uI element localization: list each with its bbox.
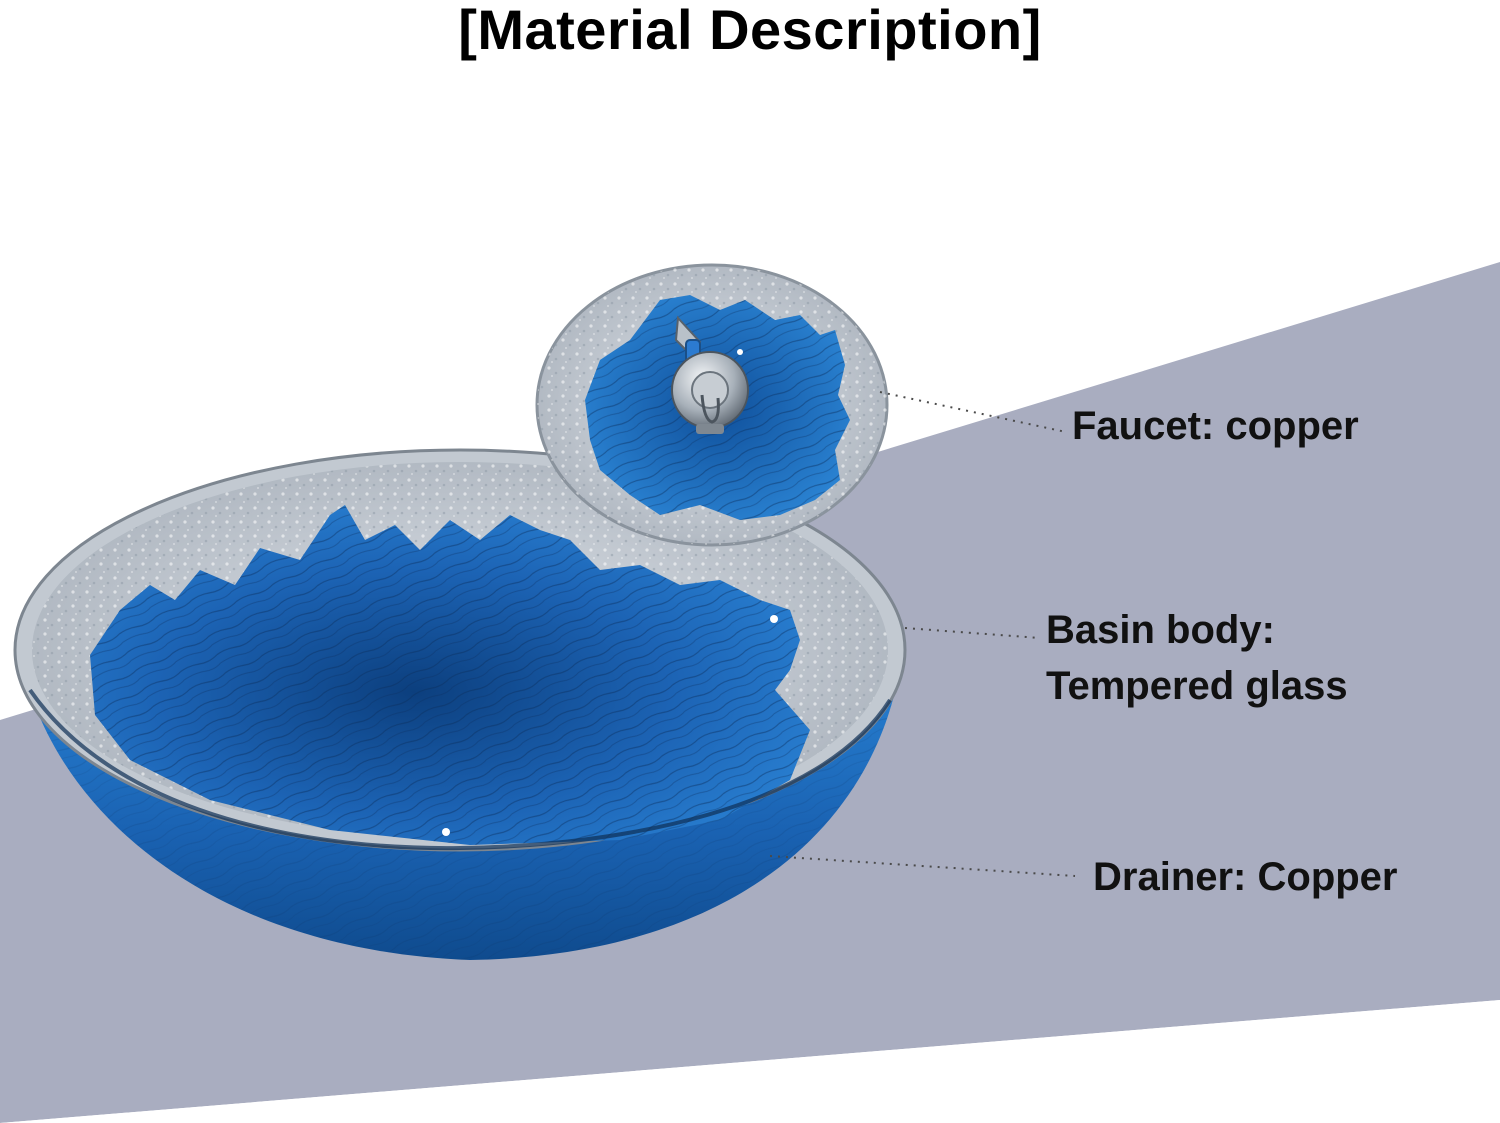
drainer-material-label: Drainer: Copper <box>1093 849 1398 905</box>
basin-material-text-line1: Basin body: <box>1046 608 1275 652</box>
faucet-material-text: Faucet: copper <box>1072 404 1359 448</box>
drainer-leader-line <box>769 855 1076 877</box>
page-title: [Material Description] <box>458 0 1042 61</box>
drainer-material-text: Drainer: Copper <box>1093 855 1398 899</box>
basin-material-text-line2: Tempered glass <box>1046 664 1348 708</box>
faucet-material-label: Faucet: copper <box>1072 398 1359 454</box>
basin-leader-line <box>904 627 1041 639</box>
basin-material-label: Basin body: Tempered glass <box>1046 602 1348 714</box>
